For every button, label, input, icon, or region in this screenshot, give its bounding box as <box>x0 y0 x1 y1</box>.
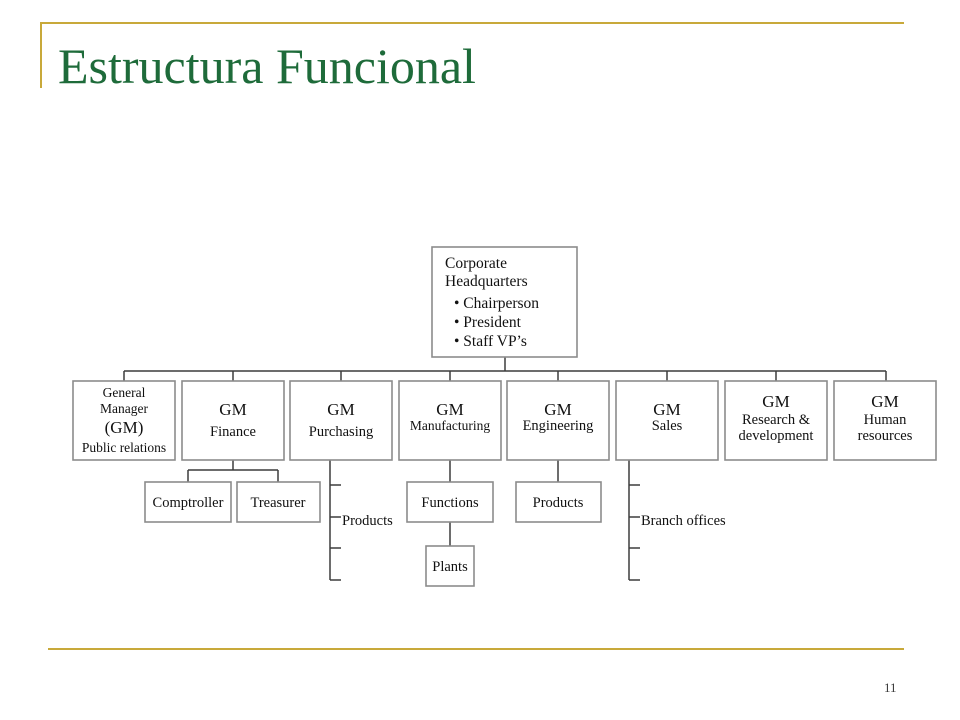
hq-bullet-chairperson: • Chairperson <box>454 295 539 312</box>
purchasing-products-label: Products <box>342 513 393 529</box>
unit-line: Engineering <box>523 418 594 434</box>
sub-unit-label: Products <box>533 495 584 511</box>
slide-title: Estructura Funcional <box>58 38 476 94</box>
unit-line: GM <box>653 400 680 419</box>
unit-line: GM <box>762 392 789 411</box>
hq-title-line1: Corporate <box>445 255 507 272</box>
sub-unit-label: Functions <box>421 495 479 511</box>
sub-functions: Functions <box>406 481 494 523</box>
unit-engineering: GM Engineering <box>506 380 610 461</box>
unit-line: development <box>739 428 814 444</box>
unit-line: Research & <box>742 412 811 428</box>
unit-line: General <box>103 385 146 400</box>
unit-human-resources: GM Human resources <box>833 380 937 461</box>
hq-title-line2: Headquarters <box>445 273 528 290</box>
bottom-rule <box>48 648 904 650</box>
unit-line: GM <box>219 400 246 419</box>
hq-bullet-staff: • Staff VP’s <box>454 333 527 350</box>
unit-finance: GM Finance <box>181 380 285 461</box>
unit-general-manager: General Manager (GM) Public relations <box>72 380 176 461</box>
unit-line: (GM) <box>105 418 144 437</box>
unit-line: Manufacturing <box>410 418 490 433</box>
unit-manufacturing: GM Manufacturing <box>398 380 502 461</box>
unit-line: GM <box>436 400 463 419</box>
unit-line: GM <box>871 392 898 411</box>
unit-line: Human <box>864 412 907 428</box>
unit-research-development: GM Research & development <box>724 380 828 461</box>
unit-line: Purchasing <box>309 424 373 440</box>
sub-unit-label: Plants <box>432 559 468 575</box>
sub-engineering-products: Products <box>515 481 602 523</box>
page-number: 11 <box>884 680 897 695</box>
unit-line: Finance <box>210 424 256 440</box>
sub-unit-label: Comptroller <box>153 495 224 511</box>
unit-line: Manager <box>100 401 148 416</box>
unit-line: Public relations <box>82 440 166 455</box>
unit-line: GM <box>327 400 354 419</box>
sub-treasurer: Treasurer <box>236 481 321 523</box>
headquarters-node: Corporate Headquarters • Chairperson • P… <box>431 246 578 358</box>
unit-sales: GM Sales <box>615 380 719 461</box>
sub-plants: Plants <box>425 545 475 587</box>
sub-unit-label: Treasurer <box>250 495 305 511</box>
sub-comptroller: Comptroller <box>144 481 232 523</box>
unit-line: resources <box>858 428 913 444</box>
left-rule <box>40 22 42 88</box>
unit-purchasing: GM Purchasing <box>289 380 393 461</box>
unit-line: Sales <box>652 418 683 434</box>
hq-bullet-president: • President <box>454 314 522 331</box>
top-rule <box>40 22 904 24</box>
unit-line: GM <box>544 400 571 419</box>
connectors <box>123 357 887 581</box>
sales-branch-offices-label: Branch offices <box>641 513 726 529</box>
